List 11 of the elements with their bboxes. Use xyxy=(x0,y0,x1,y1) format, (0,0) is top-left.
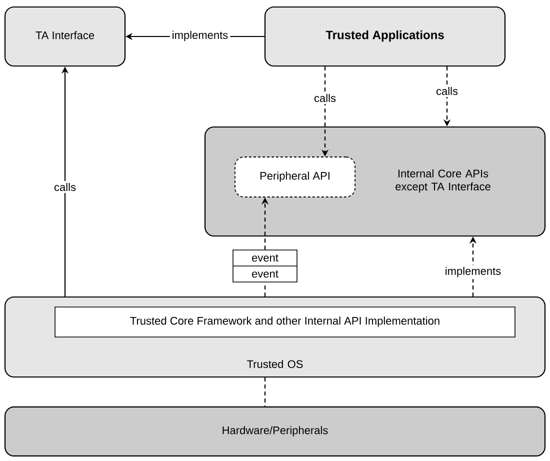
application-box: Trusted Applications xyxy=(264,6,506,67)
edge-label: implements xyxy=(442,264,504,280)
edge-label: calls xyxy=(434,84,460,98)
edge-label: calls xyxy=(52,180,78,194)
edge-label: calls xyxy=(312,92,338,104)
event-box: event event xyxy=(232,250,298,282)
hardware-layer-box: Hardware/Peripherals xyxy=(4,406,546,457)
framework-box: Trusted Core Framework and other Internal API Implementation xyxy=(54,306,516,338)
edge-label: implements xyxy=(170,28,230,44)
api-box: Peripheral API xyxy=(234,156,356,198)
api-box: TA Interface xyxy=(4,6,126,67)
